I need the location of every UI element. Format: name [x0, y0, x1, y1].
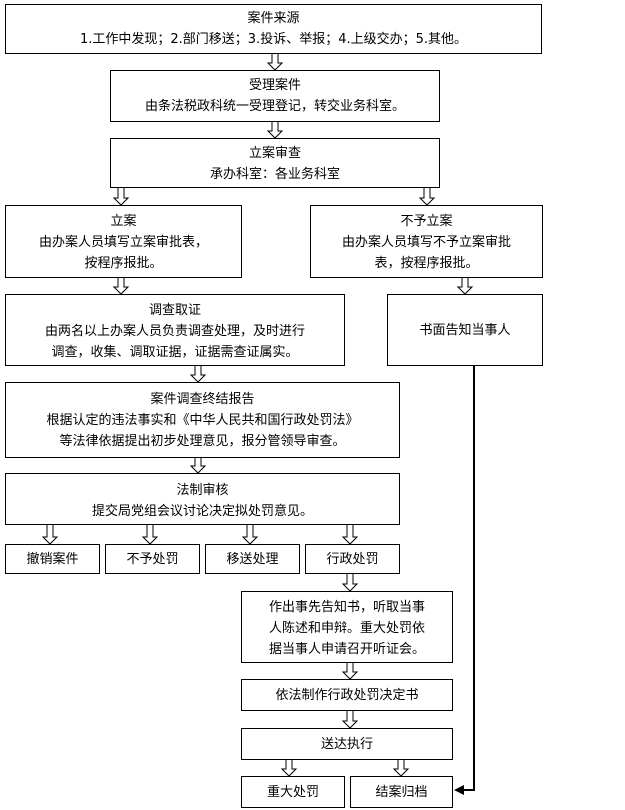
node-text: 表，按程序报批。	[374, 256, 479, 271]
node-case-review: 立案审查 承办科室：各业务科室	[110, 138, 440, 188]
node-investigate: 调查取证 由两名以上办案人员负责调查处理，及时进行 调查，收集、调取证据，证据需…	[5, 294, 345, 366]
connector-notify-arrowhead	[454, 785, 464, 795]
node-case-source: 案件来源 1.工作中发现；2.部门移送；3.投诉、举报；4.上级交办；5.其他。	[5, 4, 542, 54]
arrow-legal-to-penalty	[341, 525, 359, 545]
node-text: 送达执行	[320, 737, 373, 752]
node-no-file-case: 不予立案 由办案人员填写不予立案审批 表，按程序报批。	[310, 205, 543, 278]
node-admin-penalty: 行政处罚	[305, 544, 400, 574]
node-title: 法制审核	[176, 483, 229, 498]
node-title: 调查取证	[148, 303, 201, 318]
node-title: 不予立案	[400, 214, 453, 229]
node-no-penalty: 不予处罚	[105, 544, 200, 574]
arrow-penalty-to-notice	[341, 574, 359, 592]
arrow-delivery-to-major	[280, 760, 298, 777]
node-text: 由办案人员填写立案审批表，	[38, 235, 208, 250]
node-text: 由条法税政科统一受理登记，转交业务科室。	[144, 99, 405, 114]
arrow-source-to-accept	[266, 54, 284, 71]
arrow-decision-to-delivery	[341, 711, 359, 729]
node-notify-party: 书面告知当事人	[387, 294, 543, 366]
node-transfer: 移送处理	[205, 544, 300, 574]
arrow-report-to-legal	[189, 458, 207, 474]
arrow-legal-to-nopenalty	[141, 525, 159, 545]
node-text: 由办案人员填写不予立案审批	[341, 235, 511, 250]
arrow-legal-to-transfer	[241, 525, 259, 545]
node-title: 受理案件	[248, 78, 301, 93]
node-text: 不予处罚	[126, 552, 179, 567]
node-delivery: 送达执行	[241, 728, 453, 760]
arrow-accept-to-review	[266, 122, 284, 139]
node-text: 依法制作行政处罚决定书	[275, 688, 419, 703]
node-text: 撤销案件	[26, 552, 79, 567]
node-text: 行政处罚	[326, 552, 379, 567]
node-text: 人陈述和申辩。重大处罚依	[268, 621, 425, 636]
node-revoke-case: 撤销案件	[5, 544, 100, 574]
node-decision: 依法制作行政处罚决定书	[241, 679, 453, 711]
node-text: 重大处罚	[266, 785, 319, 800]
node-text: 由两名以上办案人员负责调查处理，及时进行	[44, 324, 305, 339]
node-text: 1.工作中发现；2.部门移送；3.投诉、举报；4.上级交办；5.其他。	[79, 32, 468, 47]
node-text: 承办科室：各业务科室	[209, 167, 340, 182]
node-archive: 结案归档	[350, 776, 453, 808]
arrow-nofile-to-notify	[456, 278, 474, 295]
node-final-report: 案件调查终结报告 根据认定的违法事实和《中华人民共和国行政处罚法》 等法律依据提…	[5, 382, 400, 458]
node-file-case: 立案 由办案人员填写立案审批表， 按程序报批。	[5, 205, 242, 278]
arrow-review-to-nofile	[418, 188, 436, 206]
node-text: 据当事人申请召开听证会。	[268, 642, 425, 657]
node-title: 案件来源	[247, 11, 300, 26]
node-prior-notice: 作出事先告知书，听取当事 人陈述和申辩。重大处罚依 据当事人申请召开听证会。	[241, 591, 453, 663]
arrow-investigate-to-report	[189, 366, 207, 383]
node-text: 书面告知当事人	[419, 323, 511, 338]
arrow-notice-to-decision	[341, 663, 359, 680]
node-legal-review: 法制审核 提交局党组会议讨论决定拟处罚意见。	[5, 473, 400, 525]
node-text: 调查，收集、调取证据，证据需查证属实。	[51, 345, 299, 360]
arrow-file-to-investigate	[112, 278, 130, 295]
node-text: 根据认定的违法事实和《中华人民共和国行政处罚法》	[46, 413, 359, 428]
node-text: 按程序报批。	[84, 256, 163, 271]
node-text: 移送处理	[226, 552, 279, 567]
node-accept-case: 受理案件 由条法税政科统一受理登记，转交业务科室。	[110, 70, 440, 122]
node-title: 立案审查	[248, 146, 301, 161]
arrow-delivery-to-archive	[392, 760, 410, 777]
node-text: 提交局党组会议讨论决定拟处罚意见。	[91, 504, 313, 519]
arrow-legal-to-revoke	[41, 525, 59, 545]
connector-notify-to-archive	[458, 366, 475, 791]
node-text: 等法律依据提出初步处理意见，报分管领导审查。	[59, 434, 346, 449]
node-text: 作出事先告知书，听取当事	[268, 600, 425, 615]
node-title: 案件调查终结报告	[150, 392, 255, 407]
node-title: 立案	[110, 214, 137, 229]
node-text: 结案归档	[375, 785, 428, 800]
node-major-penalty: 重大处罚	[241, 776, 345, 808]
arrow-review-to-file	[112, 188, 130, 206]
